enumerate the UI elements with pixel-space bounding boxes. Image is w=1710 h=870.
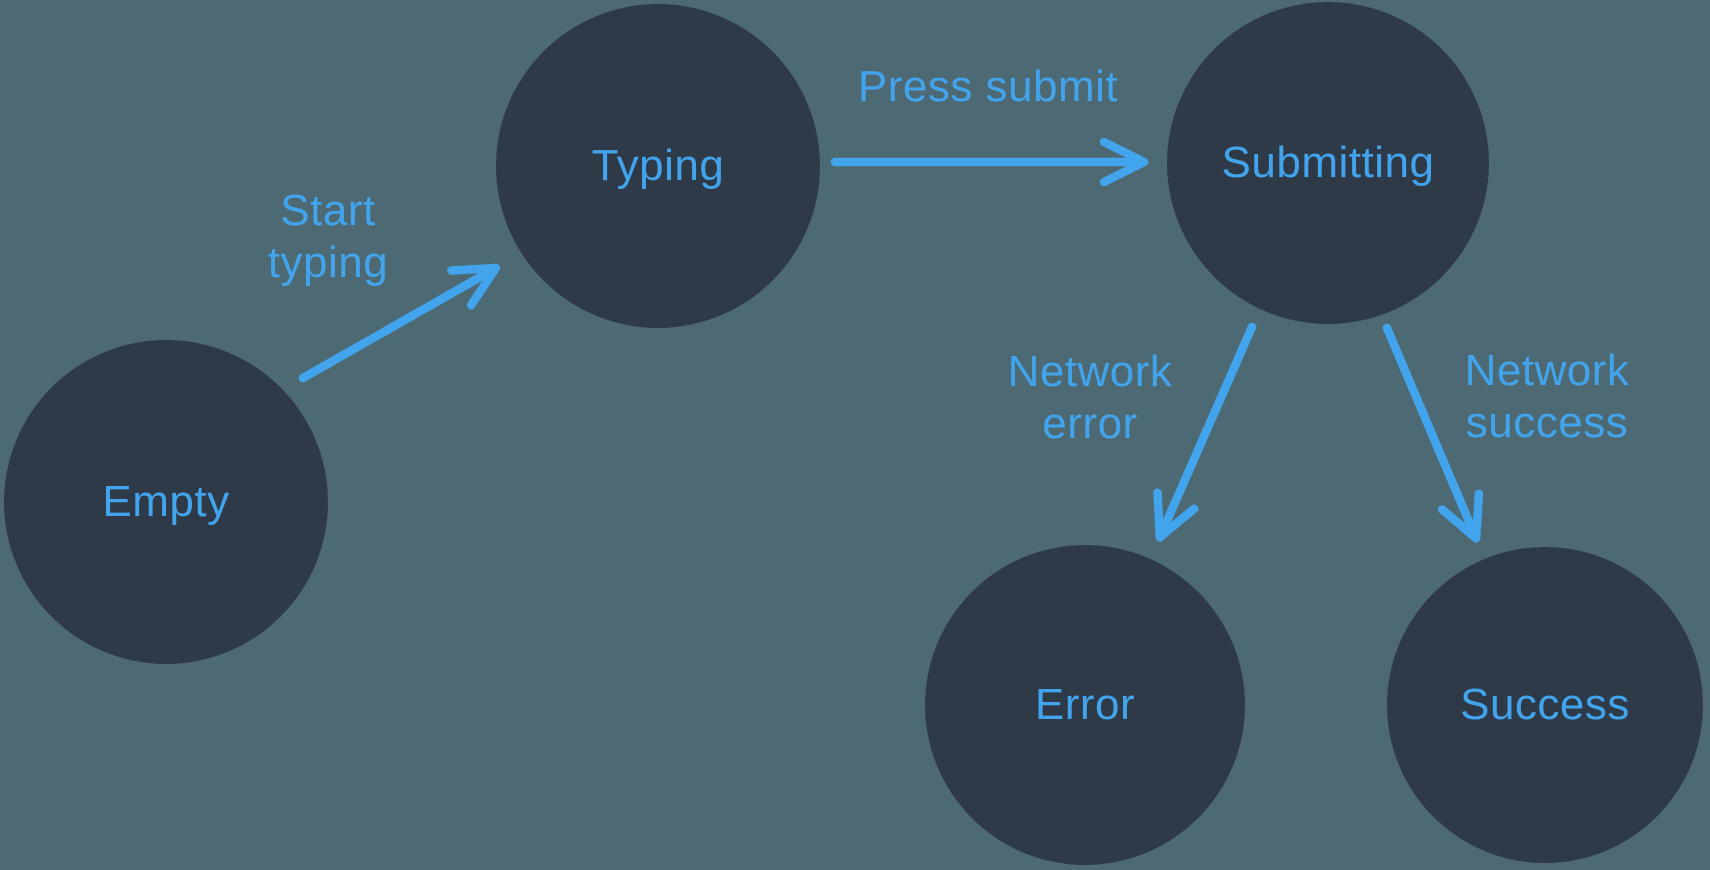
transition-label-press-submit: Press submit	[857, 62, 1119, 111]
transition-arrow-start-typing	[298, 272, 489, 383]
state-submitting-label: Submitting	[1221, 138, 1435, 187]
state-success: Success	[1387, 547, 1703, 863]
transition-label-start-typing: Start typing	[267, 186, 389, 287]
transition-arrow-network-success	[1382, 323, 1473, 531]
state-submitting: Submitting	[1167, 2, 1489, 324]
state-typing-label: Typing	[591, 141, 725, 190]
transition-arrow-network-error	[1163, 322, 1257, 530]
state-empty-label: Empty	[102, 477, 230, 526]
transition-label-network-error: Network error	[1007, 347, 1173, 448]
state-success-label: Success	[1460, 680, 1630, 729]
state-typing: Typing	[496, 4, 820, 328]
state-error-label: Error	[1034, 680, 1136, 729]
transition-label-network-success: Network success	[1464, 346, 1630, 447]
state-error: Error	[925, 545, 1245, 865]
state-empty: Empty	[4, 340, 328, 664]
